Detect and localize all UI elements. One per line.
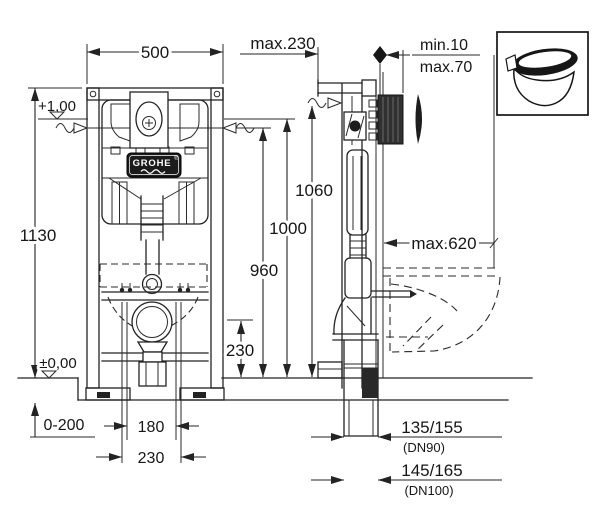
dim-drain-dn90: 135/155 (DN90) — [311, 415, 502, 458]
pan-mounting-zone-dashed — [99, 263, 208, 288]
dim-outlet-height: 230 — [223, 319, 257, 377]
level-zero: ±0,00 — [36, 352, 80, 379]
flush-valve-side — [344, 149, 372, 299]
front-view: GROHE ® — [85, 87, 271, 463]
diamond-icon — [373, 46, 387, 64]
frame-rail-right — [210, 87, 224, 389]
actuator-opening — [129, 91, 169, 149]
dim-outlet-height-label: 230 — [226, 341, 254, 360]
level-plus-100: +1,00 — [35, 95, 88, 120]
dim-wall-finish: min.10 max.70 — [386, 34, 480, 79]
dim-stud-spacing-label: 180 — [138, 419, 165, 436]
dim-outlet-spacing-label: 230 — [138, 450, 165, 467]
wall-hung-toilet-icon — [505, 48, 578, 107]
dim-bowl-depth-label: max.620 — [411, 234, 476, 253]
adjustable-feet — [85, 387, 225, 401]
frame-rail-left — [86, 87, 100, 389]
flush-pipe — [140, 195, 164, 295]
dim-height-960: 960 — [247, 128, 281, 377]
dim-bracket-depth-label: max.230 — [250, 34, 315, 53]
dim-height-1060: 1060 — [292, 106, 336, 377]
grohe-badge: GROHE ® — [126, 152, 182, 178]
dim-frame-height-label: 1130 — [20, 226, 57, 245]
dim-finish-min-label: min.10 — [420, 37, 468, 54]
outlet-bend-front — [131, 301, 173, 343]
dim-drain-dn90-label: 135/155 — [401, 418, 462, 437]
wall-anchor-arrow-left — [55, 122, 89, 134]
pan-connector — [136, 341, 169, 387]
upper-crossbar — [101, 283, 209, 301]
outlet-bend-side — [332, 297, 379, 437]
wall-plane-marker — [373, 46, 404, 95]
dim-foot-range: 0-200 — [30, 403, 95, 438]
registered-mark: ® — [174, 155, 179, 162]
corner-screw-icon — [213, 90, 221, 98]
side-foot — [317, 361, 343, 379]
dim-bowl-depth: max.620 — [384, 55, 499, 268]
level-marker-icon — [48, 111, 66, 120]
push-plate-icon — [415, 94, 422, 144]
wall-anchor-arrow-side — [307, 97, 343, 109]
dim-finish-max-label: max.70 — [420, 59, 473, 76]
dim-height-1000: 1000 — [224, 118, 310, 377]
side-view — [317, 72, 501, 437]
dim-outlet-spacing: 230 — [96, 447, 206, 470]
level-marker-icon — [40, 370, 58, 379]
bowl-inlet-stub — [371, 290, 417, 298]
dim-drain-dn100-label: 145/165 — [401, 461, 462, 480]
dim-drain-dn90-name: (DN90) — [403, 440, 445, 455]
mounting-bolt — [343, 111, 367, 141]
corner-screw-icon — [89, 90, 97, 98]
dim-frame-height: 1130 — [17, 87, 82, 378]
grohe-logo-text: GROHE — [133, 158, 172, 169]
level-zero-label: ±0,00 — [39, 355, 76, 372]
dim-height-1060-label: 1060 — [295, 181, 333, 200]
dim-height-1000-label: 1000 — [269, 219, 307, 238]
dim-stud-spacing: 180 — [104, 416, 199, 439]
fixing-studs — [121, 302, 182, 463]
dim-drain-dn100-name: (DN100) — [404, 483, 453, 498]
grohe-wave-icon — [140, 169, 166, 174]
pan-outline-dashed — [165, 296, 199, 329]
wall-anchor-arrow-right — [221, 122, 255, 134]
floor-lines — [17, 377, 533, 401]
toilet-outline-dashed — [383, 267, 501, 353]
dim-foot-range-label: 0-200 — [44, 417, 85, 434]
dim-bracket-depth: max.230 — [240, 31, 319, 80]
level-plus-100-label: +1,00 — [38, 98, 76, 115]
dim-frame-width-label: 500 — [141, 43, 169, 62]
dim-height-960-label: 960 — [250, 261, 278, 280]
toilet-legend-box — [496, 31, 589, 116]
flush-plate-housing — [368, 94, 404, 145]
dim-drain-dn100: 145/165 (DN100) — [311, 458, 502, 501]
dim-frame-width: 500 — [86, 40, 224, 84]
wall-bracket — [317, 79, 377, 97]
